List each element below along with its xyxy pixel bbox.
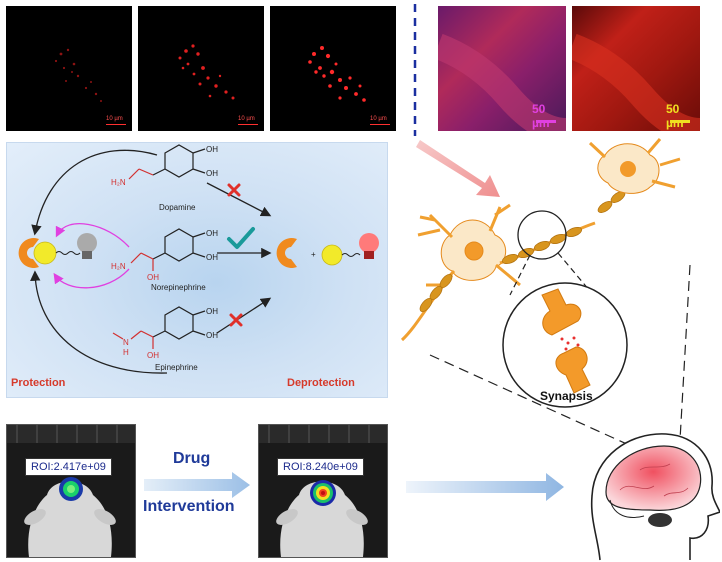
epinephrine-hydroxyl: OH (147, 351, 159, 360)
confocal-image-2: 10 µm (138, 6, 264, 131)
protection-arrow-top (55, 223, 130, 248)
tissue-image-red: 50 µm (572, 6, 700, 131)
norepinephrine-structure: OH OH H₂N OH (111, 228, 218, 282)
tissue-band-merged (438, 33, 566, 131)
norepinephrine-label: Norepinephrine (151, 283, 206, 292)
intervention-label: Intervention (143, 498, 235, 515)
drug-label: Drug (173, 450, 211, 467)
deprotection-caption: Deprotection (287, 377, 355, 389)
norepinephrine-oh-1: OH (206, 229, 218, 238)
axon-beads (419, 181, 639, 312)
dopamine-amine: H₂N (111, 178, 126, 187)
confocal-cells-1 (54, 48, 102, 102)
confocal-scalebar-label-1: 10 µm (106, 116, 123, 122)
norepinephrine-hydroxyl: OH (147, 273, 159, 282)
roi-value-before: ROI:2.417e+09 (25, 458, 112, 476)
released-products: + (276, 233, 379, 268)
pink-arrow (416, 140, 500, 197)
probe-mechanism-panel: OH OH H₂N OH OH H₂N OH OH OH (6, 142, 388, 398)
epinephrine-reaction-arrow (216, 297, 272, 334)
dopamine-label: Dopamine (159, 203, 196, 212)
head-brain-illustration (590, 433, 720, 561)
dopamine-oh-1: OH (206, 145, 218, 154)
synapse-zoom-circle (502, 282, 628, 408)
dopamine-structure: OH OH H₂N (111, 144, 218, 187)
epinephrine-oh-2: OH (206, 331, 218, 340)
protection-caption: Protection (11, 377, 66, 389)
confocal-scalebar-2 (238, 124, 258, 125)
tissue-scalebar-left (536, 120, 556, 123)
epinephrine-label: Epinephrine (155, 363, 198, 372)
norepinephrine-oh-2: OH (206, 253, 218, 262)
mouse-before (7, 425, 135, 557)
epinephrine-oh-1: OH (206, 307, 218, 316)
brain-arrow (406, 473, 564, 501)
norepinephrine-amine: H₂N (111, 262, 126, 271)
epinephrine-n: N (123, 338, 129, 347)
ivis-image-after: ROI:8.240e+09 (258, 424, 388, 558)
dashed-separator (413, 4, 417, 136)
probe-mechanism-diagram: OH OH H₂N OH OH H₂N OH OH OH (18, 144, 379, 374)
tissue-scalebar-right (670, 120, 690, 123)
confocal-scalebar-label-2: 10 µm (238, 116, 255, 122)
plus-sign: + (311, 250, 316, 259)
confocal-cells-2 (178, 44, 235, 100)
confocal-image-3: 10 µm (270, 6, 396, 131)
dopamine-oh-2: OH (206, 169, 218, 178)
tissue-scalebar-label-right: 50 µm (666, 102, 684, 130)
synapse-label: Synapsis (540, 389, 593, 403)
zoom-circle-small (517, 210, 567, 260)
neuron-synapse-diagram (400, 138, 691, 451)
tissue-image-merged: 50 µm (438, 6, 566, 131)
right-neuron (588, 138, 681, 194)
confocal-scalebar-label-3: 10 µm (370, 116, 387, 122)
mouse-after (259, 425, 387, 557)
epinephrine-structure: OH OH N H OH (112, 306, 218, 360)
synapse-structure (541, 288, 591, 394)
protected-probe (18, 233, 97, 268)
epinephrine-cross-icon (229, 313, 243, 327)
ivis-image-before: ROI:2.417e+09 (6, 424, 136, 558)
dopamine-cross-icon (227, 183, 241, 197)
confocal-cells-3 (308, 46, 366, 102)
epinephrine-to-probe-arrow (30, 270, 168, 374)
norepinephrine-check-icon (227, 227, 255, 249)
confocal-scalebar-3 (370, 124, 390, 125)
protection-arrow-bottom (53, 268, 130, 289)
drug-arrow (144, 472, 250, 498)
confocal-image-1: 10 µm (6, 6, 132, 131)
confocal-scalebar-1 (106, 124, 126, 125)
dopamine-to-probe-arrow (31, 149, 158, 236)
roi-value-after: ROI:8.240e+09 (277, 458, 364, 476)
epinephrine-h: H (123, 348, 129, 357)
tissue-scalebar-label-left: 50 µm (532, 102, 550, 130)
dopamine-reaction-arrow (206, 182, 272, 217)
tissue-band-red (572, 33, 700, 131)
